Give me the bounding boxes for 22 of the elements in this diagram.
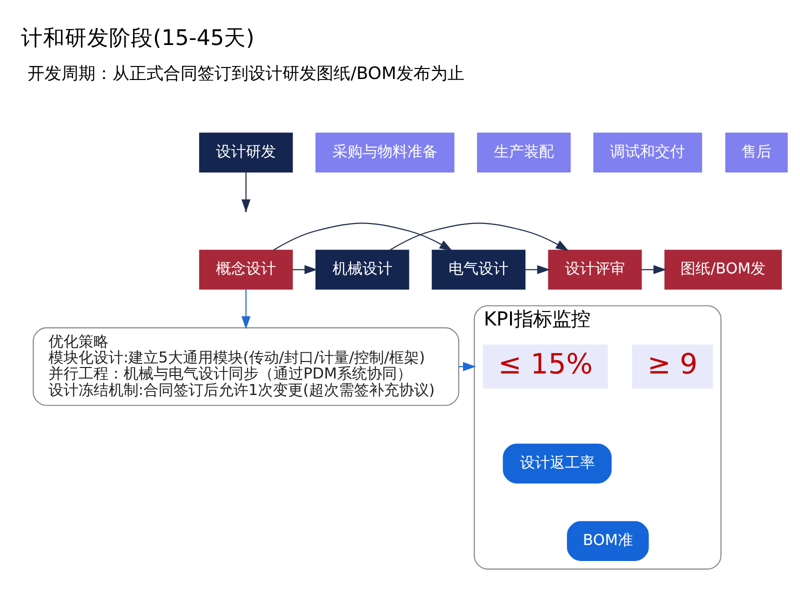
diagram-title: 计和研发阶段(15-45天) [21,25,254,50]
node-box: BOM准 [566,520,649,560]
node-box: 设计返工率 [502,443,612,483]
node-box: 机械设计 [315,249,410,290]
arrow [241,288,250,329]
node-box: 优化策略 模块化设计:建立5大通用模块(传动/封口/计量/控制/框架) 并行工程：机械与电气设计同步（通过PDM系统协同） 设计冻结机制:合同签订后允许1次变更(超次需签补充协议) [32,326,460,406]
arrow [390,222,569,250]
node-box: 图纸/BOM发 [664,249,782,290]
arrow [524,264,550,274]
node-box: 设计研发 [199,132,293,172]
node-box: 概念设计 [199,249,293,290]
node-box: 售后 [725,132,788,172]
arrow [642,264,666,274]
label: 开发周期：从正式合同签订到设计研发图纸/BOM发布为止 [28,64,464,84]
node-box: 电气设计 [432,249,526,290]
node-box: 采购与物料准备 [315,132,454,172]
arrow [292,264,318,274]
node-box: 设计评审 [548,249,642,290]
node-box: 生产装配 [477,132,571,172]
arrow [273,222,452,250]
arrow [458,362,476,371]
node-box: 调试和交付 [593,132,702,172]
